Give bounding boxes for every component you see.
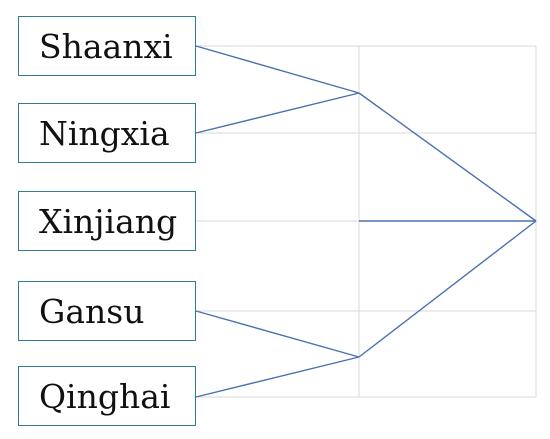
tree-links bbox=[195, 45, 537, 398]
link-upper-cluster bbox=[358, 92, 537, 222]
link-ningxia bbox=[195, 92, 360, 134]
node-qinghai: Qinghai bbox=[18, 366, 196, 426]
node-label: Gansu bbox=[39, 291, 145, 331]
link-gansu bbox=[195, 310, 360, 358]
link-qinghai bbox=[195, 356, 360, 398]
node-label: Shaanxi bbox=[39, 26, 173, 66]
node-ningxia: Ningxia bbox=[18, 103, 196, 163]
node-xinjiang: Xinjiang bbox=[18, 191, 196, 251]
link-shaanxi bbox=[195, 45, 360, 94]
link-lower-cluster bbox=[358, 220, 537, 358]
node-label: Ningxia bbox=[39, 113, 170, 153]
node-label: Qinghai bbox=[39, 376, 171, 416]
node-label: Xinjiang bbox=[39, 201, 178, 241]
node-gansu: Gansu bbox=[18, 281, 196, 341]
node-shaanxi: Shaanxi bbox=[18, 16, 196, 76]
